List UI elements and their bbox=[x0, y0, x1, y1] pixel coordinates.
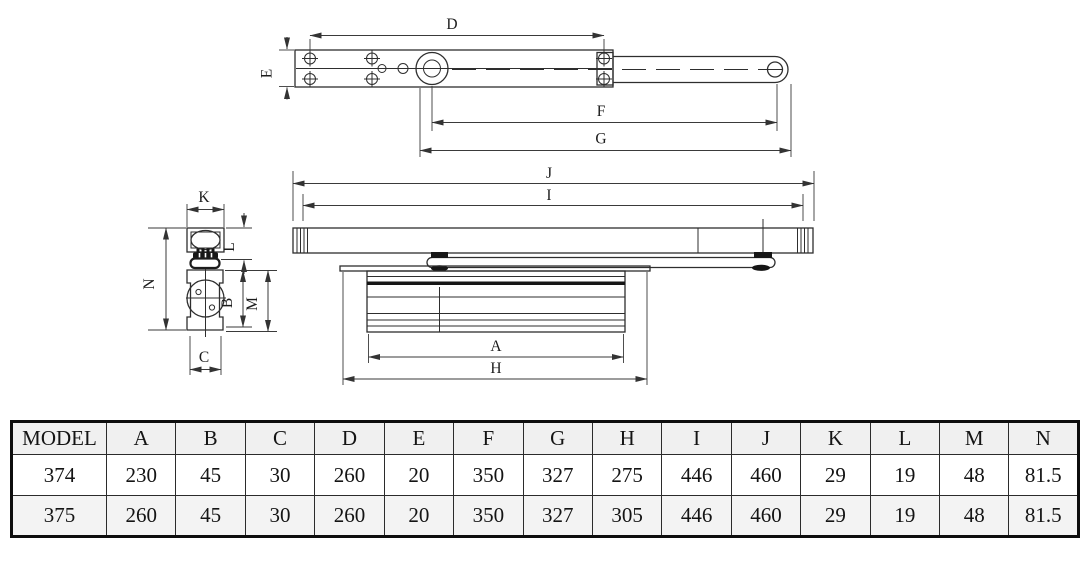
dim-label-g: G bbox=[595, 131, 606, 148]
side-view-body: K N L B bbox=[141, 189, 277, 375]
dim-label-d: D bbox=[446, 16, 457, 33]
table-cell: 45 bbox=[175, 454, 246, 496]
table-cell: 460 bbox=[730, 495, 802, 537]
mounting-plate bbox=[339, 265, 651, 272]
table-header-cell: I bbox=[661, 421, 732, 455]
dim-label-e: E bbox=[259, 69, 276, 78]
screw-hole-icons bbox=[302, 50, 612, 87]
table-cell: 350 bbox=[453, 454, 524, 496]
table-header-cell: E bbox=[383, 421, 455, 455]
table-cell: 30 bbox=[244, 495, 316, 537]
table-header-cell: J bbox=[730, 421, 802, 455]
dim-label-k: K bbox=[198, 189, 210, 206]
dim-label-b: B bbox=[219, 298, 236, 308]
dimension-table: MODEL A B C D E F G H I J K L M N 374 23… bbox=[10, 420, 1080, 538]
table-cell: 446 bbox=[661, 495, 732, 537]
top-view-dimensions: D E F G bbox=[259, 16, 792, 157]
table-cell: 29 bbox=[800, 495, 871, 537]
slide-arm bbox=[426, 256, 776, 269]
table-cell: 305 bbox=[591, 495, 663, 537]
table-cell: 260 bbox=[314, 495, 385, 537]
table-header-cell: K bbox=[800, 421, 871, 455]
table-row-374: 374 230 45 30 260 20 350 327 275 446 460… bbox=[11, 454, 1079, 496]
table-header-cell: L bbox=[869, 421, 941, 455]
table-header-cell: A bbox=[105, 421, 177, 455]
dim-label-h: H bbox=[490, 360, 501, 377]
table-cell: 20 bbox=[383, 495, 455, 537]
table-cell: 48 bbox=[939, 454, 1010, 496]
dim-label-c: C bbox=[199, 349, 209, 366]
dim-label-l: L bbox=[221, 242, 238, 251]
table-cell: 230 bbox=[105, 454, 177, 496]
table-cell: 375 bbox=[11, 495, 107, 537]
table-cell: 350 bbox=[453, 495, 524, 537]
table-cell: 446 bbox=[661, 454, 732, 496]
top-view-slide-track bbox=[294, 49, 789, 88]
technical-drawing: D E F G J I bbox=[141, 16, 815, 385]
table-cell: 460 bbox=[730, 454, 802, 496]
table-cell: 19 bbox=[869, 495, 941, 537]
dim-label-j: J bbox=[546, 165, 552, 182]
table-cell: 81.5 bbox=[1008, 454, 1079, 496]
table-cell: 275 bbox=[591, 454, 663, 496]
table-header-cell: MODEL bbox=[11, 421, 107, 455]
table-header-cell: D bbox=[314, 421, 385, 455]
dim-label-n: N bbox=[141, 278, 158, 289]
table-header-cell: B bbox=[175, 421, 246, 455]
dim-label-a: A bbox=[490, 338, 502, 355]
table-header-cell: C bbox=[244, 421, 316, 455]
table-header-cell: H bbox=[591, 421, 663, 455]
table-cell: 327 bbox=[522, 495, 593, 537]
table-cell: 81.5 bbox=[1008, 495, 1079, 537]
table-cell: 19 bbox=[869, 454, 941, 496]
pivot-hole bbox=[415, 51, 449, 86]
front-view-assembly: J I A bbox=[292, 165, 815, 385]
table-header-cell: N bbox=[1008, 421, 1079, 455]
dim-label-m: M bbox=[244, 297, 261, 311]
table-cell: 260 bbox=[314, 454, 385, 496]
table-cell: 48 bbox=[939, 495, 1010, 537]
table-cell: 20 bbox=[383, 454, 455, 496]
table-cell: 29 bbox=[800, 454, 871, 496]
slide-rail bbox=[292, 227, 814, 254]
table-cell: 45 bbox=[175, 495, 246, 537]
table-header-cell: M bbox=[939, 421, 1010, 455]
dim-label-i: I bbox=[546, 187, 551, 204]
table-cell: 260 bbox=[105, 495, 177, 537]
closer-body bbox=[366, 270, 626, 333]
table-row-375: 375 260 45 30 260 20 350 327 305 446 460… bbox=[11, 495, 1079, 537]
table-cell: 30 bbox=[244, 454, 316, 496]
table-header-cell: G bbox=[522, 421, 593, 455]
table-header-cell: F bbox=[453, 421, 524, 455]
table-header-row: MODEL A B C D E F G H I J K L M N bbox=[11, 421, 1079, 455]
slider-block bbox=[186, 227, 225, 253]
dim-label-f: F bbox=[597, 103, 606, 120]
table-cell: 374 bbox=[11, 454, 107, 496]
table-cell: 327 bbox=[522, 454, 593, 496]
rail-end-hatching bbox=[296, 228, 809, 253]
